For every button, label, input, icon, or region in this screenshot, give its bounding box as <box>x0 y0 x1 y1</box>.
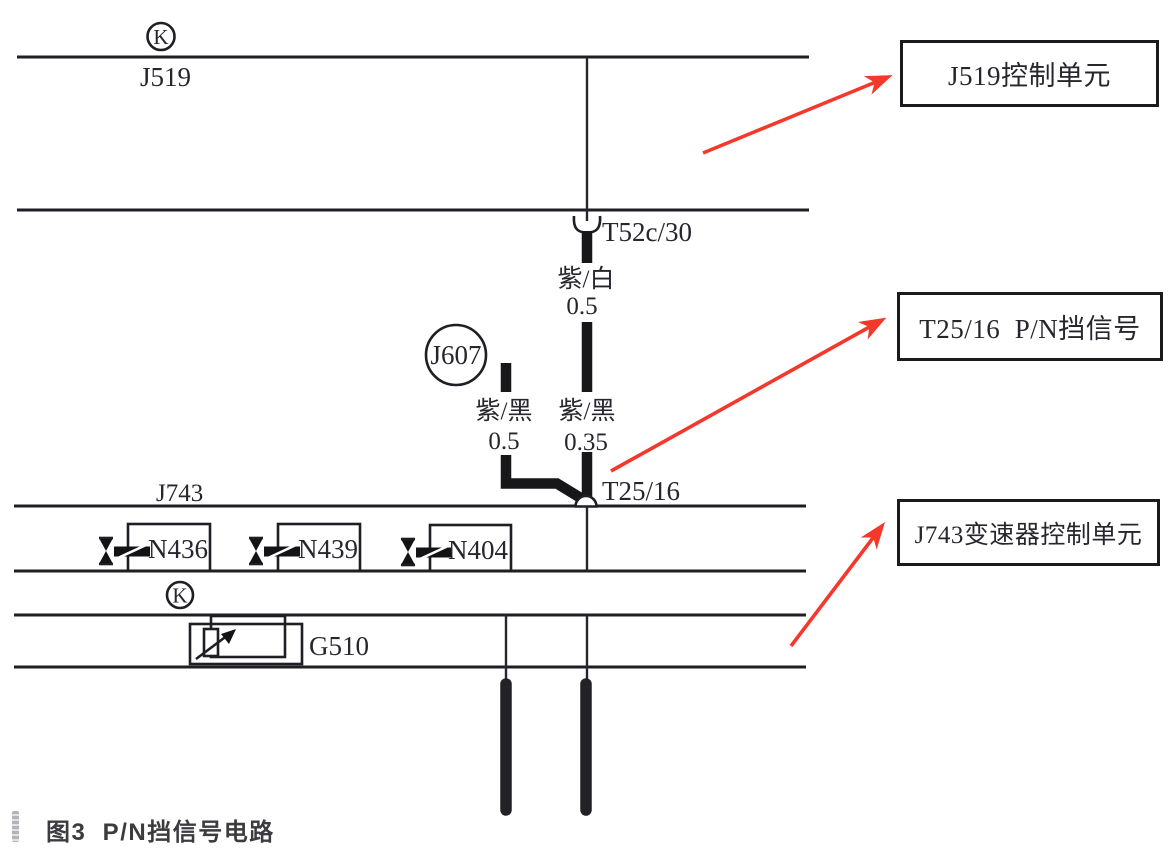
valve-n439-label: N439 <box>298 534 358 564</box>
figure-caption: 图3 P/N挡信号电路 <box>46 819 275 846</box>
valve-n436-symbol-lower <box>99 551 113 563</box>
valve-n404: N404 <box>401 523 513 573</box>
callout-box-j743: J743变速器控制单元 <box>897 499 1160 566</box>
sensor-g510-arrow-head <box>221 629 236 644</box>
terminal-k-symbol-bottom <box>165 580 195 610</box>
sensor-g510-arrow-shaft <box>195 633 229 661</box>
callout-arrow-j519 <box>702 75 893 155</box>
valve-n404-symbol-lower <box>401 552 415 564</box>
wire-purple-black-left-gauge: 0.5 <box>488 428 519 455</box>
page-edge-mark <box>12 811 19 842</box>
terminal-k-letter-bottom: K <box>172 584 187 608</box>
wire-purple-black-left-color: 紫/黑 <box>476 397 533 425</box>
callout-box-t2516: T25/16 P/N挡信号 <box>897 292 1163 361</box>
junction-j607-label: J607 <box>430 340 481 370</box>
valve-n439-coil-slash <box>267 543 297 560</box>
callout-box-j519: J519控制单元 <box>900 40 1159 107</box>
valve-n436-symbol-upper <box>99 539 113 551</box>
connector-t2516-label: T25/16 <box>602 476 680 506</box>
valve-n404-label: N404 <box>448 535 508 565</box>
j743-label: J743 <box>156 480 203 507</box>
valve-n404-symbol-upper <box>401 540 415 552</box>
terminal-k-letter-top: K <box>153 25 168 49</box>
valve-n404-coil-slash <box>419 544 449 561</box>
callout-arrow-j743 <box>789 522 886 648</box>
valve-n439-symbol-upper <box>249 539 263 551</box>
connector-t52c30-label: T52c/30 <box>602 217 692 247</box>
wire-purple-white-color: 紫/白 <box>558 265 615 293</box>
callout-box-j519-label: J519控制单元 <box>947 61 1111 91</box>
sensor-g510-label: G510 <box>309 631 369 661</box>
sensor-g510-outer-box <box>188 622 304 666</box>
callout-box-t2516-label: T25/16 P/N挡信号 <box>919 314 1141 344</box>
sensor-g510: G510 <box>188 614 369 666</box>
sensor-g510-inner-box <box>209 614 287 659</box>
terminal-k-symbol-top <box>146 21 176 52</box>
valve-n439-symbol-lower <box>249 551 263 563</box>
wire-purple-black-left-elbow <box>500 455 587 505</box>
valve-n439: N439 <box>249 522 362 573</box>
callout-arrow-t2516 <box>610 317 887 473</box>
junction-j607-circle <box>424 323 488 387</box>
callout-box-j743-label: J743变速器控制单元 <box>914 521 1143 549</box>
connector-t2516-bump <box>574 494 598 508</box>
valve-n436-coil-slash <box>117 543 147 560</box>
wire-purple-white-gauge: 0.5 <box>566 293 597 320</box>
wire-purple-black-right-gauge: 0.35 <box>564 429 608 456</box>
valve-n436: N436 <box>99 522 212 573</box>
wire-purple-black-right-color: 紫/黑 <box>559 397 616 425</box>
valve-n436-label: N436 <box>148 534 208 564</box>
j519-label: J519 <box>140 62 191 92</box>
